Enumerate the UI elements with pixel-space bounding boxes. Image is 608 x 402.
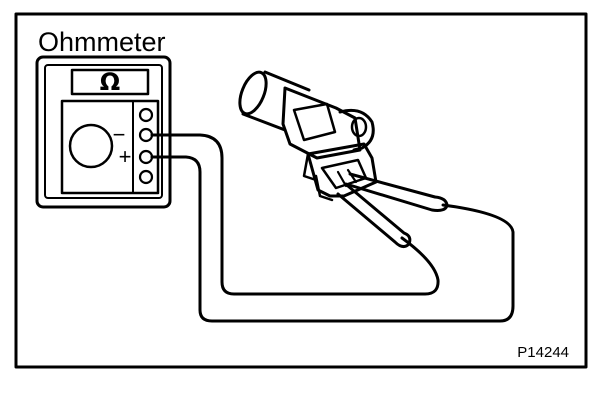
jack-4 — [138, 169, 154, 185]
jack-negative — [138, 127, 154, 143]
jack-1 — [138, 107, 154, 123]
negative-lead-wire — [150, 133, 440, 296]
ohmmeter-label: Ohmmeter — [38, 27, 166, 57]
negative-probe — [336, 184, 412, 249]
selector-dial — [68, 123, 114, 169]
sensor-face — [292, 102, 337, 142]
sensor-flange — [338, 108, 375, 152]
ohmmeter-body — [35, 55, 172, 209]
sensor-body — [281, 86, 362, 160]
sensor-tip-end — [238, 70, 268, 116]
ohm-symbol-icon: Ω — [100, 68, 120, 96]
ohmmeter: Ω − + — [35, 55, 172, 209]
ohmmeter-bezel — [44, 64, 163, 199]
sensor-tip — [241, 70, 311, 132]
mounting-hole — [350, 116, 368, 138]
positive-probe — [344, 172, 449, 212]
positive-sign: + — [119, 144, 132, 169]
sensor — [238, 70, 375, 160]
figure-code: P14244 — [517, 344, 569, 361]
jack-positive — [138, 149, 154, 165]
test-leads — [150, 133, 515, 323]
ohmmeter-display — [70, 68, 150, 96]
connector-latch — [302, 152, 334, 202]
positive-lead-wire — [150, 155, 515, 323]
probes — [336, 172, 449, 249]
ohmmeter-panel — [60, 99, 160, 195]
negative-sign: − — [113, 122, 126, 147]
figure-frame — [14, 12, 588, 369]
